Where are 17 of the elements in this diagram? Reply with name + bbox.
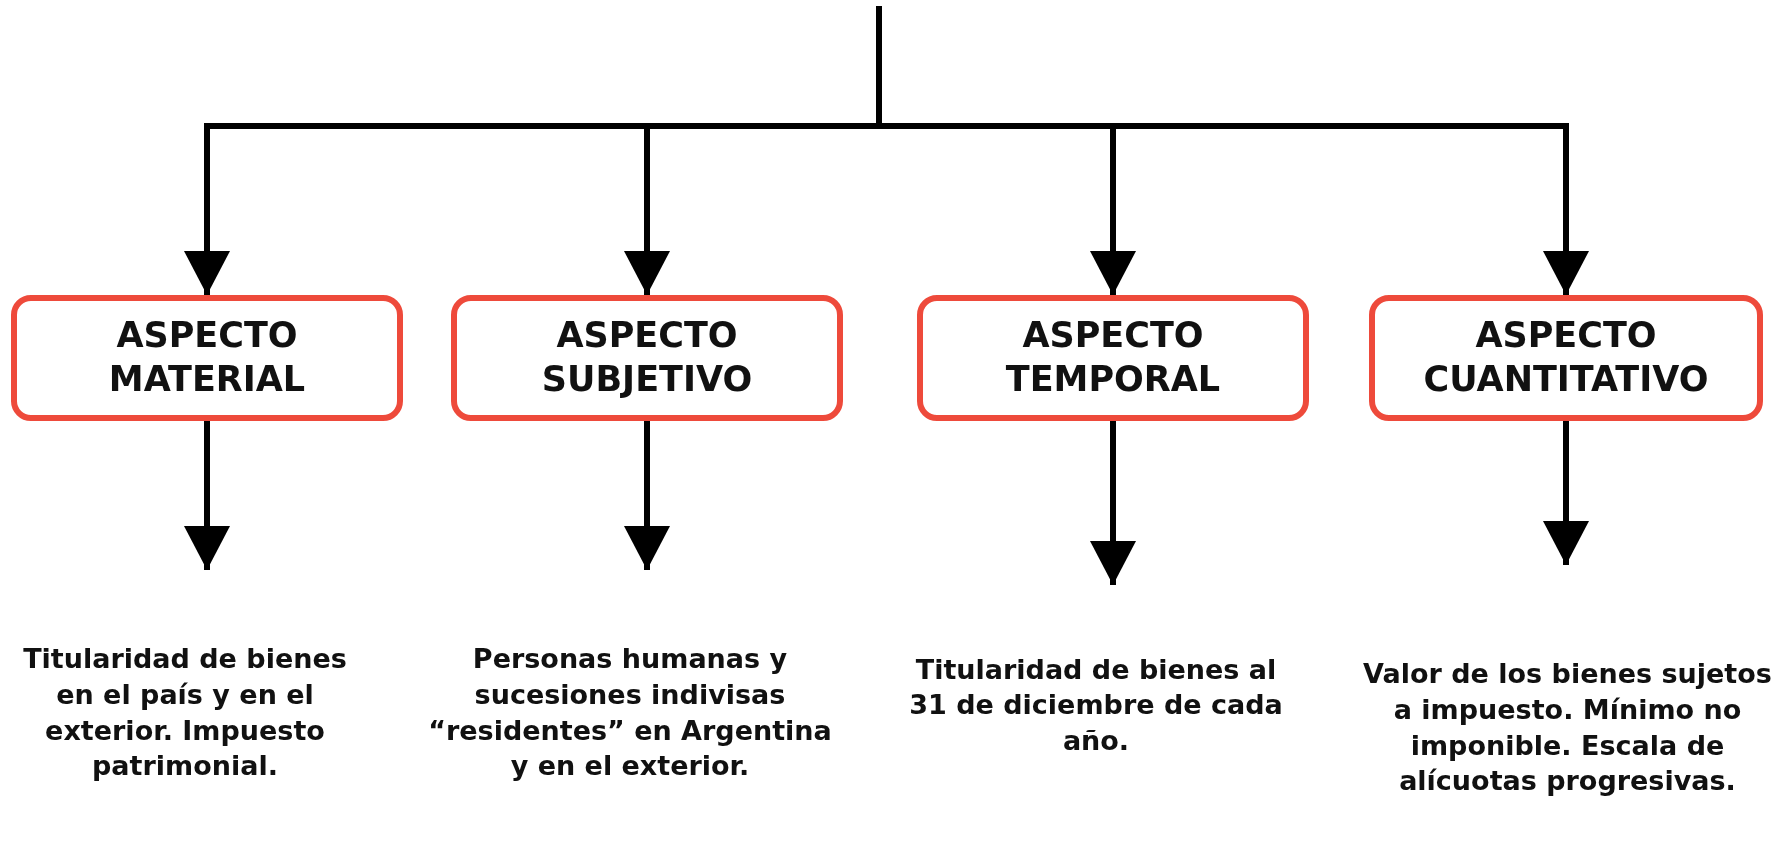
arrow <box>184 421 230 570</box>
box-title: ASPECTO SUBJETIVO <box>540 314 754 401</box>
aspect-box <box>451 295 843 421</box>
description-text: Valor de los bienes sujetos a impuesto. Mínimo no imponible. Escala de alícuotas progresivas. <box>1362 657 1773 799</box>
arrow <box>624 421 670 570</box>
arrow <box>876 6 1589 295</box>
description-text: Personas humanas y sucesiones indivisas “residentes” en Argentina y en el exterior. <box>427 642 833 784</box>
box-title: ASPECTO MATERIAL <box>107 314 307 401</box>
aspect-box <box>1369 295 1763 421</box>
description-text: Titularidad de bienes en el país y en el exterior. Impuesto patrimonial. <box>22 642 348 784</box>
arrow <box>1543 421 1589 565</box>
arrow <box>1090 421 1136 585</box>
aspect-box <box>917 295 1309 421</box>
aspect-box <box>11 295 403 421</box>
box-title: ASPECTO TEMPORAL <box>1004 314 1222 401</box>
description-text: Titularidad de bienes al 31 de diciembre de cada año. <box>908 652 1284 758</box>
box-title: ASPECTO CUANTITATIVO <box>1422 314 1710 401</box>
